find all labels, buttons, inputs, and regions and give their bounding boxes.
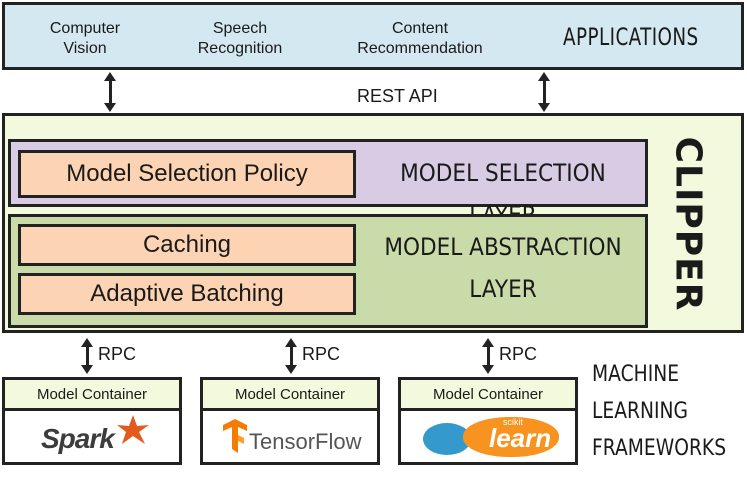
model-container-spark: Model Container Spark: [2, 377, 182, 465]
caching-component: Caching: [18, 224, 356, 266]
model-abstraction-layer-title: MODEL ABSTRACTION LAYER: [384, 233, 622, 303]
model-container-header: Model Container: [401, 380, 575, 411]
tensorflow-logo: TensorFlow: [203, 411, 377, 465]
applications-bar: Computer Vision Speech Recognition Conte…: [2, 2, 744, 70]
model-container-tensorflow: Model Container TensorFlow: [200, 377, 380, 465]
rest-arrow-right: [538, 72, 550, 112]
adaptive-batching-component: Adaptive Batching: [18, 273, 356, 315]
spark-star-icon: [117, 415, 149, 444]
scikit-orange-blob: [463, 417, 559, 457]
rpc-label-3: RPC: [499, 344, 538, 364]
model-container-scikit-learn: Model Container scikit learn: [398, 377, 578, 465]
app-computer-vision: Computer Vision: [49, 20, 121, 57]
app-speech-recognition: Speech Recognition: [197, 20, 283, 57]
rest-arrow-left: [104, 72, 116, 112]
rpc-label-1: RPC: [98, 344, 137, 364]
clipper-title: CLIPPER: [667, 136, 709, 312]
rpc-arrow-3: [482, 338, 494, 374]
model-container-header: Model Container: [203, 380, 377, 411]
machine-learning-frameworks-label: MACHINE LEARNING FRAMEWORKS: [592, 362, 727, 461]
app-content-recommendation: Content Recommendation: [357, 20, 483, 57]
rpc-arrow-2: [285, 338, 297, 374]
spark-logo: Spark: [5, 411, 179, 465]
rest-api-label: REST API: [357, 86, 438, 106]
applications-title: APPLICATIONS: [563, 23, 699, 51]
rpc-arrow-1: [81, 338, 93, 374]
scikit-learn-logo: scikit learn: [401, 411, 575, 465]
rpc-label-2: RPC: [302, 344, 341, 364]
tensorflow-icon: [223, 419, 247, 453]
model-selection-policy: Model Selection Policy: [18, 150, 356, 198]
model-container-header: Model Container: [5, 380, 179, 411]
